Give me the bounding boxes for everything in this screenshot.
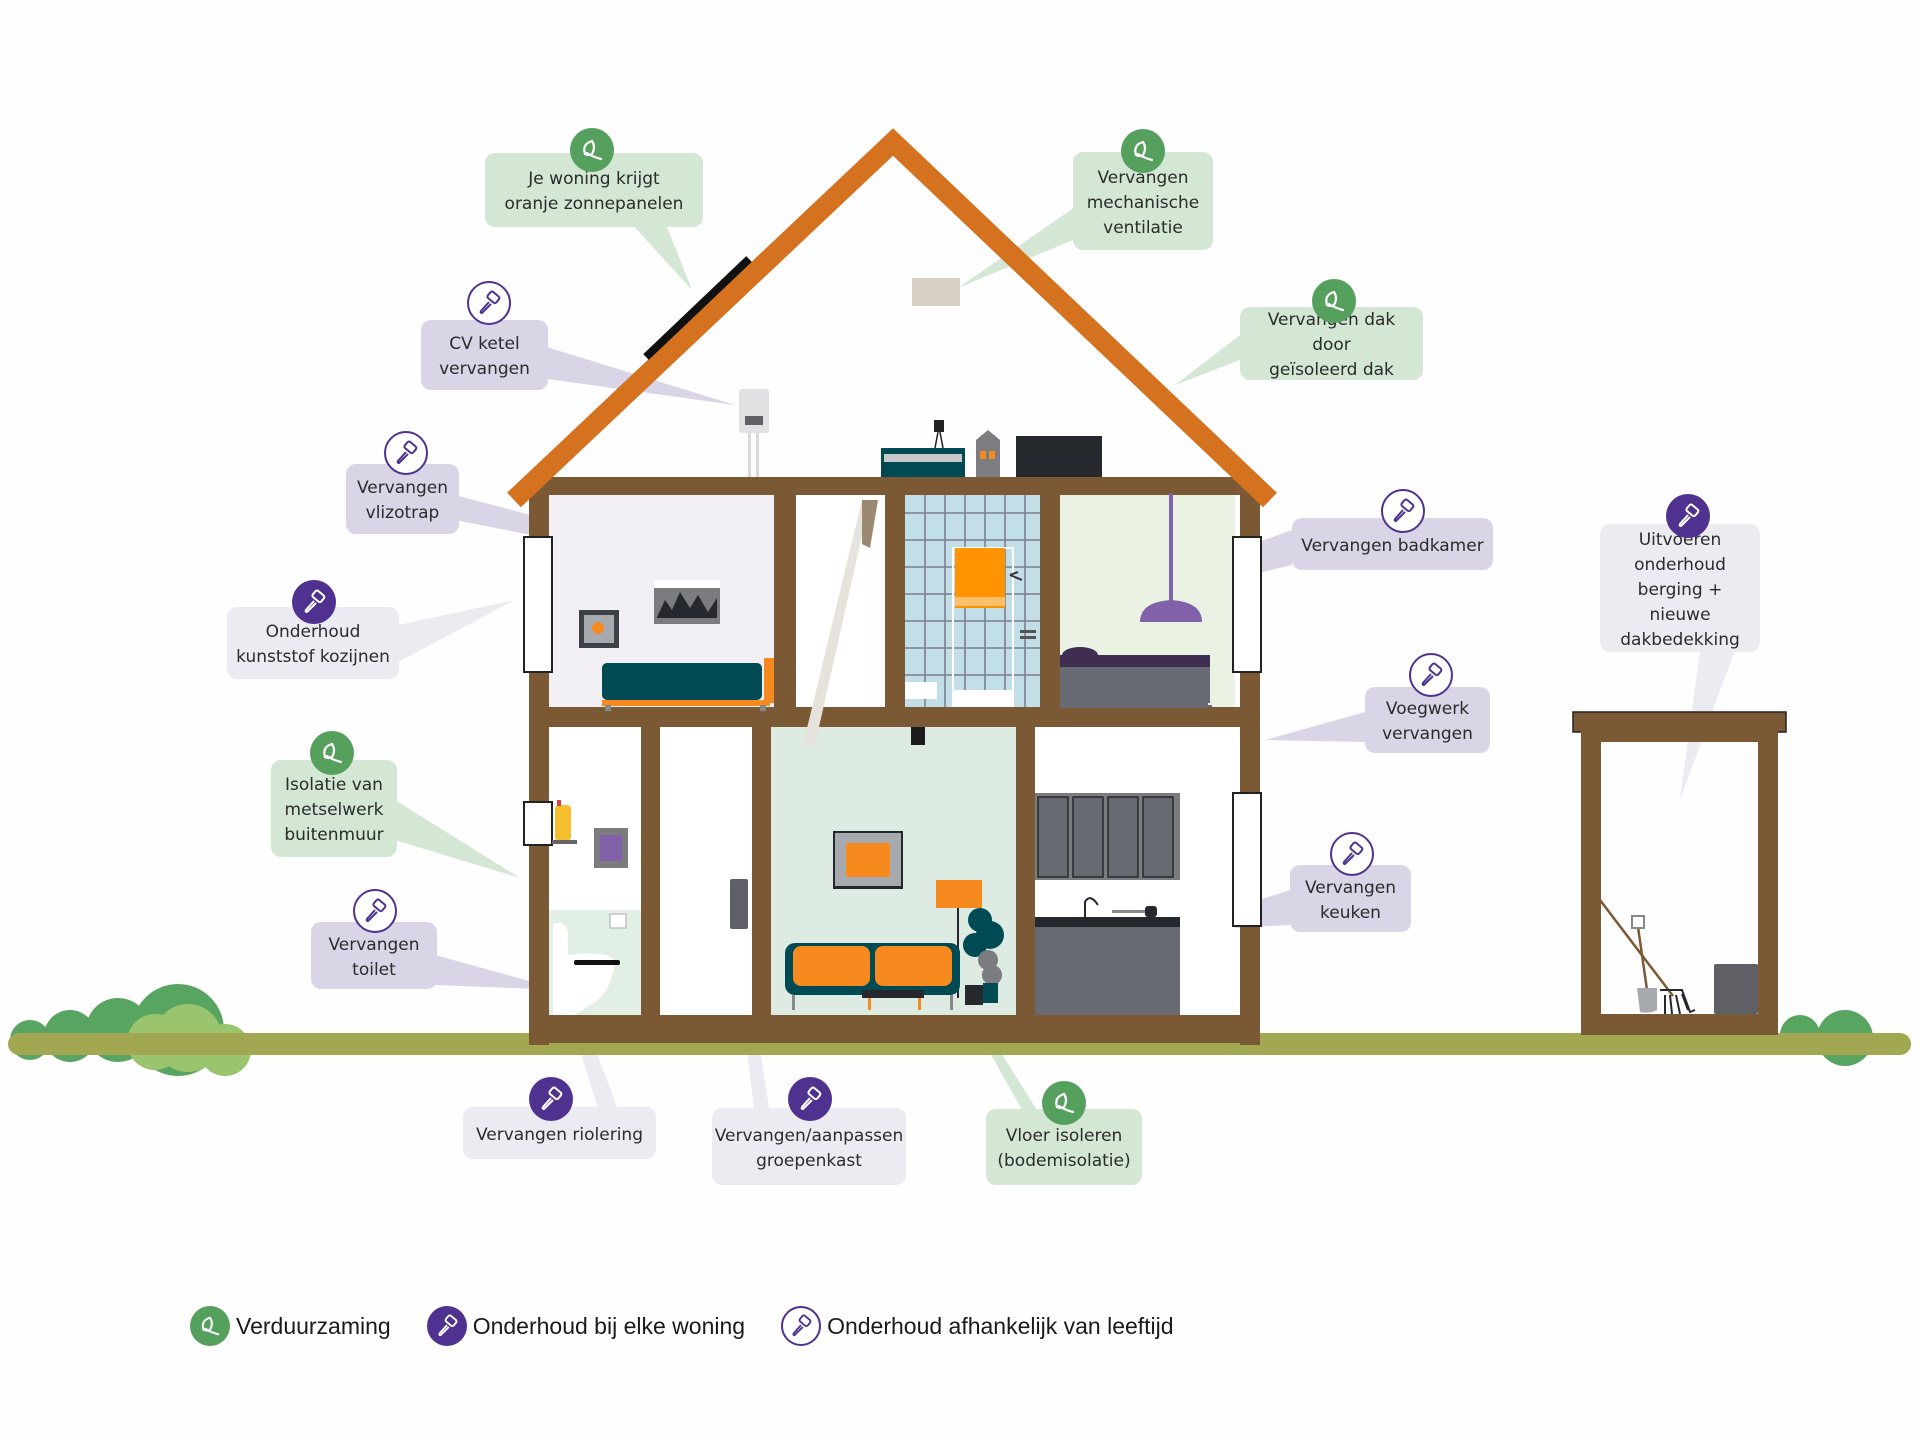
- leaf-icon: [190, 1306, 230, 1346]
- callout-voegwerk: Voegwerk vervangen: [1365, 687, 1490, 753]
- hammer-solid-icon: [426, 1306, 467, 1346]
- shed: [1572, 711, 1787, 1035]
- hammer-outline-icon: [1409, 653, 1453, 697]
- callout-toilet: Vervangen toilet: [311, 922, 437, 989]
- legend-label: Onderhoud afhankelijk van leeftijd: [827, 1312, 1174, 1339]
- window-left-lower: [523, 801, 553, 846]
- hammer-outline-icon: [1330, 832, 1374, 876]
- house-frame: [529, 477, 1260, 1045]
- ground: [8, 1033, 1911, 1055]
- window-right-lower: [1232, 792, 1262, 927]
- legend-label: Onderhoud bij elke woning: [472, 1312, 746, 1339]
- legend: Verduurzaming Onderhoud bij elke woning …: [190, 1306, 1174, 1346]
- window-left-upper: [523, 536, 553, 673]
- hammer-solid-icon: [788, 1077, 832, 1121]
- solar-panel: [643, 256, 752, 360]
- callout-keuken: Vervangen keuken: [1290, 865, 1411, 932]
- hammer-outline-icon: [384, 431, 428, 475]
- legend-item-verduurzaming: Verduurzaming: [190, 1306, 391, 1346]
- leaf-icon: [1121, 129, 1165, 173]
- fuse-box: [730, 879, 748, 929]
- leaf-icon: [310, 731, 354, 775]
- cv-boiler: [739, 389, 769, 433]
- bush-left: [10, 984, 251, 1076]
- callout-vlizotrap: Vervangen vlizotrap: [346, 464, 459, 534]
- attic-ladder: [803, 500, 870, 745]
- callout-buitenmuur: Isolatie van metselwerk buitenmuur: [271, 760, 397, 857]
- ceiling-lamp: [1140, 600, 1202, 622]
- hammer-outline-icon: [1381, 489, 1425, 533]
- window-right-upper: [1232, 536, 1262, 673]
- toilet: [553, 923, 615, 1015]
- ventilation-unit: [912, 278, 960, 306]
- roof: [507, 128, 1277, 508]
- legend-label: Verduurzaming: [236, 1312, 391, 1339]
- legend-item-leeftijd: Onderhoud afhankelijk van leeftijd: [781, 1306, 1174, 1346]
- legend-item-elke-woning: Onderhoud bij elke woning: [426, 1306, 746, 1346]
- leaf-icon: [570, 128, 614, 172]
- hammer-outline-icon: [781, 1306, 822, 1346]
- hammer-outline-icon: [353, 889, 397, 933]
- callout-berging: Uitvoeren onderhoud berging + nieuwe dak…: [1600, 524, 1760, 652]
- leaf-icon: [1042, 1081, 1086, 1125]
- leaf-icon: [1312, 279, 1356, 323]
- callout-cv-ketel: CV ketel vervangen: [421, 320, 548, 390]
- hammer-solid-icon: [292, 580, 336, 624]
- callout-groepenkast: Vervangen/aanpassen groepenkast: [712, 1108, 906, 1185]
- hammer-solid-icon: [529, 1077, 573, 1121]
- hammer-outline-icon: [467, 281, 511, 325]
- hammer-solid-icon: [1666, 494, 1710, 538]
